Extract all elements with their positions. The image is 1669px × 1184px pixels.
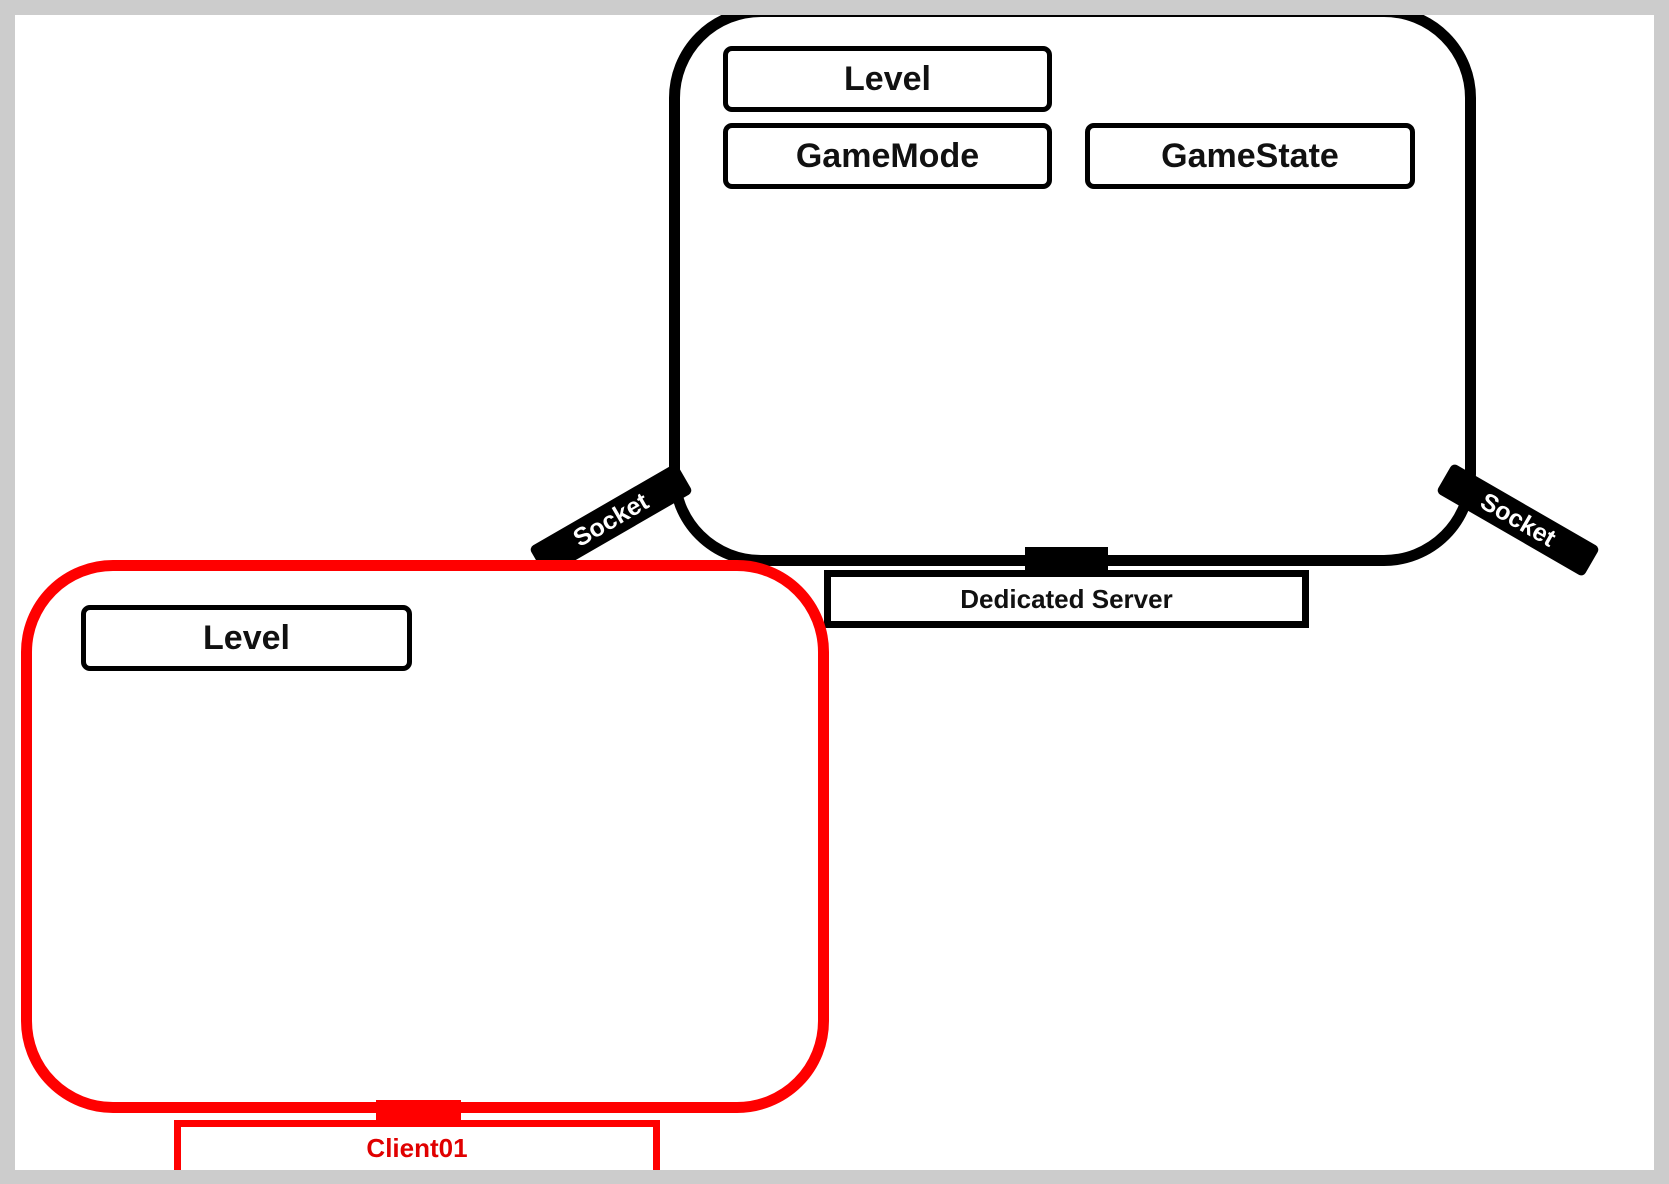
server-stand	[1025, 547, 1108, 570]
server-gamemode-box: GameMode	[723, 123, 1052, 189]
server-gamestate-box: GameState	[1085, 123, 1415, 189]
client-level-box: Level	[81, 605, 412, 671]
server-label: Dedicated Server	[824, 570, 1309, 628]
server-level-box: Level	[723, 46, 1052, 112]
diagram-canvas: Level GameMode GameState Dedicated Serve…	[15, 15, 1654, 1170]
client-label: Client01	[174, 1120, 660, 1170]
